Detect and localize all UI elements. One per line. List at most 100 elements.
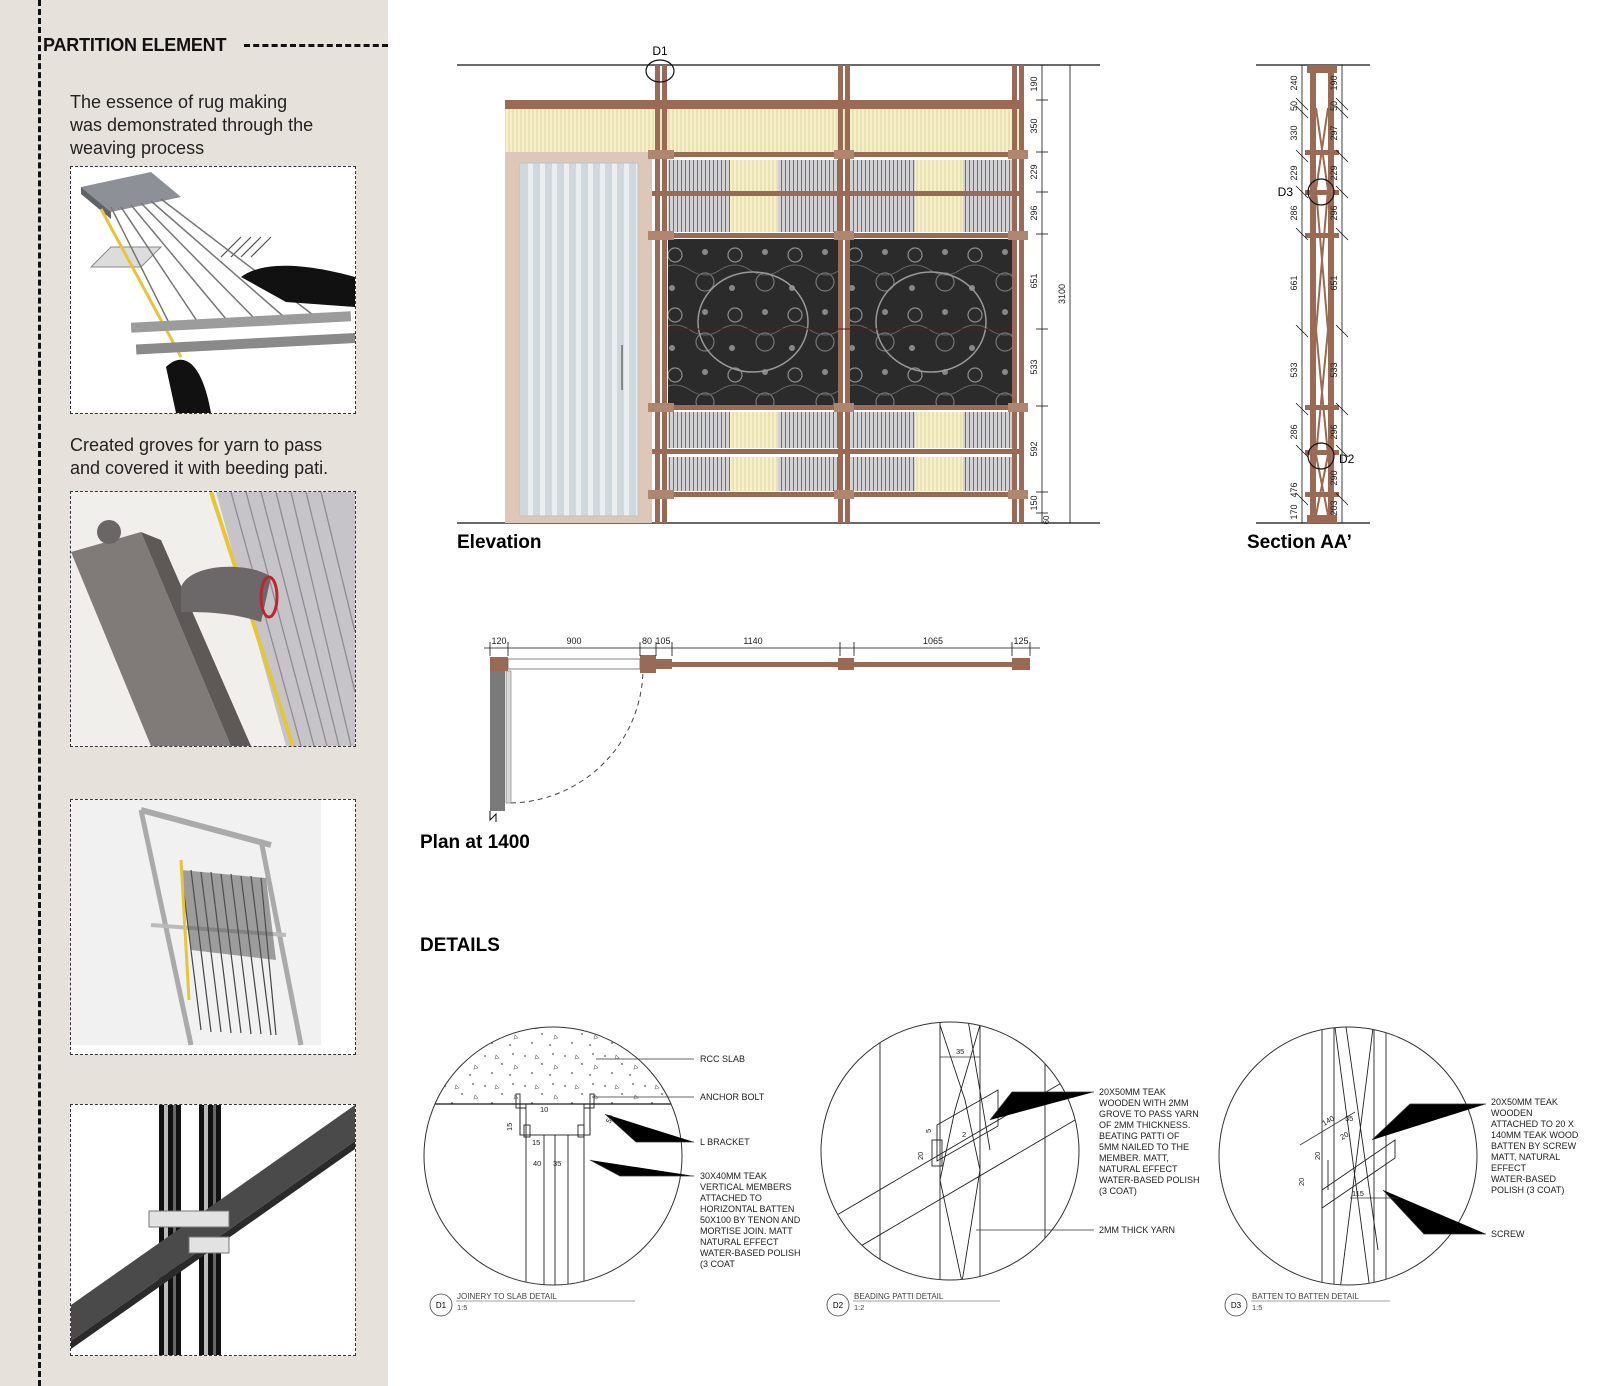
loom-frame-illustration [71, 800, 355, 1054]
d2-dim: 2 [962, 1130, 966, 1139]
photo-loom-frame [70, 799, 356, 1055]
photo-weaving-hands [70, 166, 356, 414]
d1-label-anchor-bolt: ANCHOR BOLT [700, 1092, 765, 1102]
sec-dim: 229 [1289, 165, 1299, 180]
d1-dim: 40 [533, 1159, 541, 1168]
caption-line: was demonstrated through the [70, 115, 314, 135]
sec-dim: 190 [1329, 75, 1339, 90]
sec-dim: 296 [1329, 205, 1339, 220]
d3-note-line: POLISH (3 COAT) [1491, 1185, 1564, 1195]
d3-dim: 140 [1321, 1114, 1336, 1128]
post-right [1012, 65, 1017, 523]
detail-marker-d1 [645, 59, 675, 83]
d1-dim: 50 [604, 1113, 616, 1125]
caption-line: and covered it with beeding pati. [70, 458, 329, 478]
d3-note-line: WATER-BASED [1491, 1174, 1557, 1184]
d1-label-rcc-slab: RCC SLAB [700, 1054, 745, 1064]
detail-marker-d2 [1307, 442, 1335, 470]
sec-dim: 533 [1329, 362, 1339, 377]
d2-dim: 35 [956, 1047, 964, 1056]
page-title: PARTITION ELEMENT [43, 35, 227, 55]
sec-dim: 50 [1289, 101, 1299, 111]
d3-dim: 20 [1313, 1152, 1322, 1160]
sec-dim: 50 [1329, 101, 1339, 111]
elev-dim: 150 [1029, 495, 1039, 510]
d2-title: BEADING PATTI DETAIL [854, 1292, 944, 1301]
sidebar-dashed-line [38, 0, 41, 1386]
d1-note-line: 50X100 BY TENON AND [700, 1215, 801, 1225]
d2-note-line: WOODEN WITH 2MM [1099, 1098, 1189, 1108]
d3-callout-bubble [1224, 1293, 1248, 1317]
photo-groove-closeup [70, 491, 356, 747]
section-tag-d2: D2 [1339, 452, 1355, 466]
d2-note-line: (3 COAT) [1099, 1186, 1137, 1196]
post-center [838, 65, 843, 523]
caption-groves: Created groves for yarn to pass and cove… [70, 434, 328, 480]
sec-dim: 286 [1289, 205, 1299, 220]
d3-note-line: MATT, NATURAL [1491, 1152, 1560, 1162]
sec-dim: 240 [1289, 75, 1299, 90]
rug-panel-right [850, 239, 1012, 405]
elev-dim: 190 [1029, 76, 1039, 91]
d3-dim: 20 [1339, 1130, 1351, 1142]
d3-note-line: 20X50MM TEAK [1491, 1097, 1558, 1107]
d1-label-l-bracket: L BRACKET [700, 1137, 750, 1147]
sec-dim: 170 [1289, 504, 1299, 519]
plan-dim: 80 [642, 636, 652, 646]
elev-dim: 533 [1029, 359, 1039, 374]
sec-dim: 661 [1289, 275, 1299, 290]
d3-callout-id: D3 [1231, 1301, 1242, 1310]
elev-dim: 592 [1029, 441, 1039, 456]
sec-dim: 476 [1289, 482, 1299, 497]
elev-dim: 350 [1029, 118, 1039, 133]
plan-dim: 105 [655, 636, 670, 646]
d2-callout-id: D2 [833, 1301, 844, 1310]
top-yarn-band [505, 108, 1020, 152]
d2-dim: 20 [916, 1152, 925, 1160]
d1-note-line: HORIZONTAL BATTEN [700, 1204, 794, 1214]
d2-note-line: NATURAL EFFECT [1099, 1164, 1178, 1174]
elevation-drawing: D1 190 350 229 296 651 533 592 150 60 31… [457, 44, 1100, 524]
elev-dim: 229 [1029, 164, 1039, 179]
sec-dim: 203 [1329, 500, 1339, 515]
detail-d1-joinery: RCC SLAB ANCHOR BOLT L BRACKET 30X40MM T… [423, 1026, 801, 1317]
elevation-title: Elevation [457, 532, 541, 553]
d1-note-line: VERTICAL MEMBERS [700, 1182, 792, 1192]
d2-dim: 5 [924, 1129, 933, 1133]
d1-note-line: ATTACHED TO [700, 1193, 762, 1203]
d1-note-line: 30X40MM TEAK [700, 1171, 767, 1181]
sec-dim: 286 [1289, 424, 1299, 439]
section-title: Section AA’ [1247, 532, 1352, 553]
d1-note-line: NATURAL EFFECT [700, 1237, 779, 1247]
d2-note-line: 20X50MM TEAK [1099, 1087, 1166, 1097]
plan-dim: 1065 [923, 636, 943, 646]
plan-title: Plan at 1400 [420, 832, 530, 853]
plan-dim: 900 [566, 636, 581, 646]
details-title: DETAILS [420, 935, 500, 956]
d2-note-line: OF 2MM THICKNESS. [1099, 1120, 1190, 1130]
plan-drawing: 120 900 80 105 1140 1065 125 [484, 636, 1040, 822]
d2-note-line: BEATING PATTI OF [1099, 1131, 1180, 1141]
section-tag-d3: D3 [1278, 185, 1294, 199]
d3-dim: 35 [1345, 1114, 1353, 1123]
d1-scale: 1:5 [457, 1303, 467, 1312]
batten-joint-illustration [71, 1105, 355, 1355]
elev-dim: 60 [1042, 515, 1051, 524]
d1-callout-id: D1 [436, 1301, 447, 1310]
caption-weaving: The essence of rug making was demonstrat… [70, 91, 313, 160]
glass-door-panel [519, 162, 639, 517]
title-dashed-line [244, 44, 388, 47]
d2-callout-bubble [826, 1293, 850, 1317]
detail-marker-d3 [1307, 178, 1335, 206]
d1-note-line: WATER-BASED POLISH [700, 1248, 801, 1258]
d3-dim: 115 [1352, 1189, 1364, 1198]
elev-dim: 651 [1029, 273, 1039, 288]
rug-panel-left [668, 239, 838, 405]
d3-note-line: WOODEN [1491, 1108, 1533, 1118]
d3-label-screw: SCREW [1491, 1229, 1525, 1239]
d1-dim: 15 [532, 1138, 540, 1147]
section-drawing: D3 D2 240 50 330 229 286 661 533 286 476… [1256, 64, 1370, 524]
d2-note-line: WATER-BASED POLISH [1099, 1175, 1200, 1185]
d2-note-line: GROVE TO PASS YARN [1099, 1109, 1199, 1119]
